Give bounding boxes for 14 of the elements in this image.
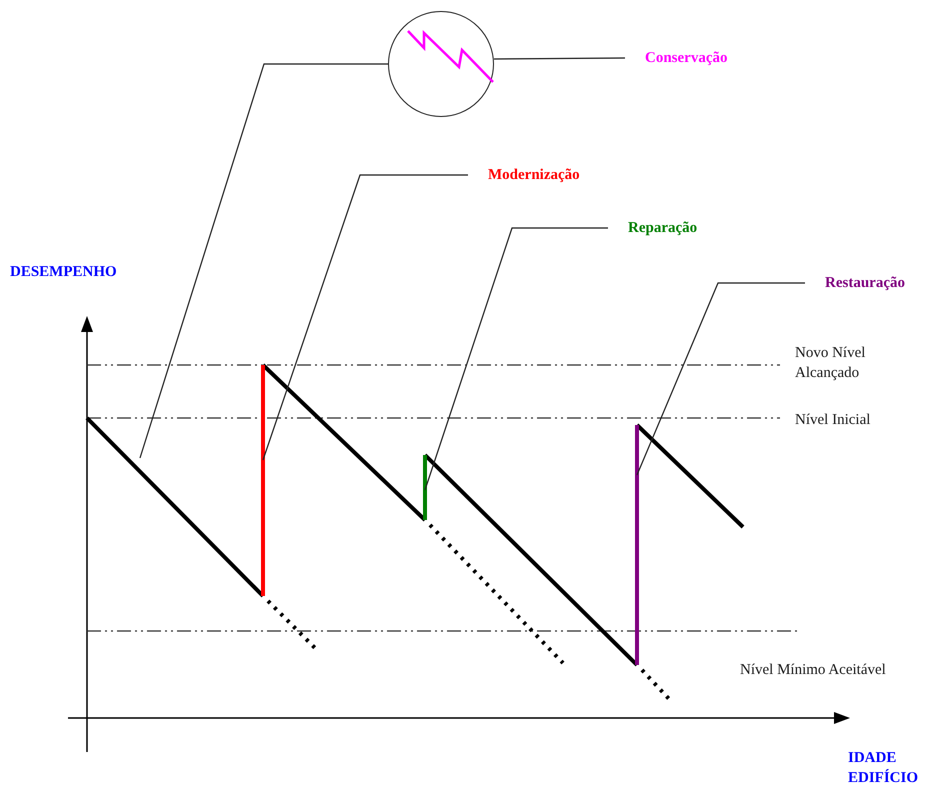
leader-line bbox=[636, 282, 805, 476]
leader-line bbox=[494, 57, 625, 60]
callout-label: Reparação bbox=[628, 218, 698, 238]
callout-label: Conservação bbox=[645, 48, 728, 68]
axis-title: DESEMPENHO bbox=[10, 263, 118, 282]
level-label: Nível Mínimo Aceitável bbox=[740, 661, 887, 680]
callout-label: Modernização bbox=[488, 165, 580, 185]
leader-line bbox=[262, 174, 468, 460]
leader-line bbox=[139, 63, 388, 458]
callout-label: Restauração bbox=[825, 273, 905, 293]
level-label: Novo Nível Alcançado bbox=[795, 344, 866, 383]
leader-line bbox=[424, 227, 608, 490]
level-label: Nível Inicial bbox=[795, 411, 872, 430]
axis-title: IDADE EDIFÍCIO bbox=[848, 749, 920, 788]
